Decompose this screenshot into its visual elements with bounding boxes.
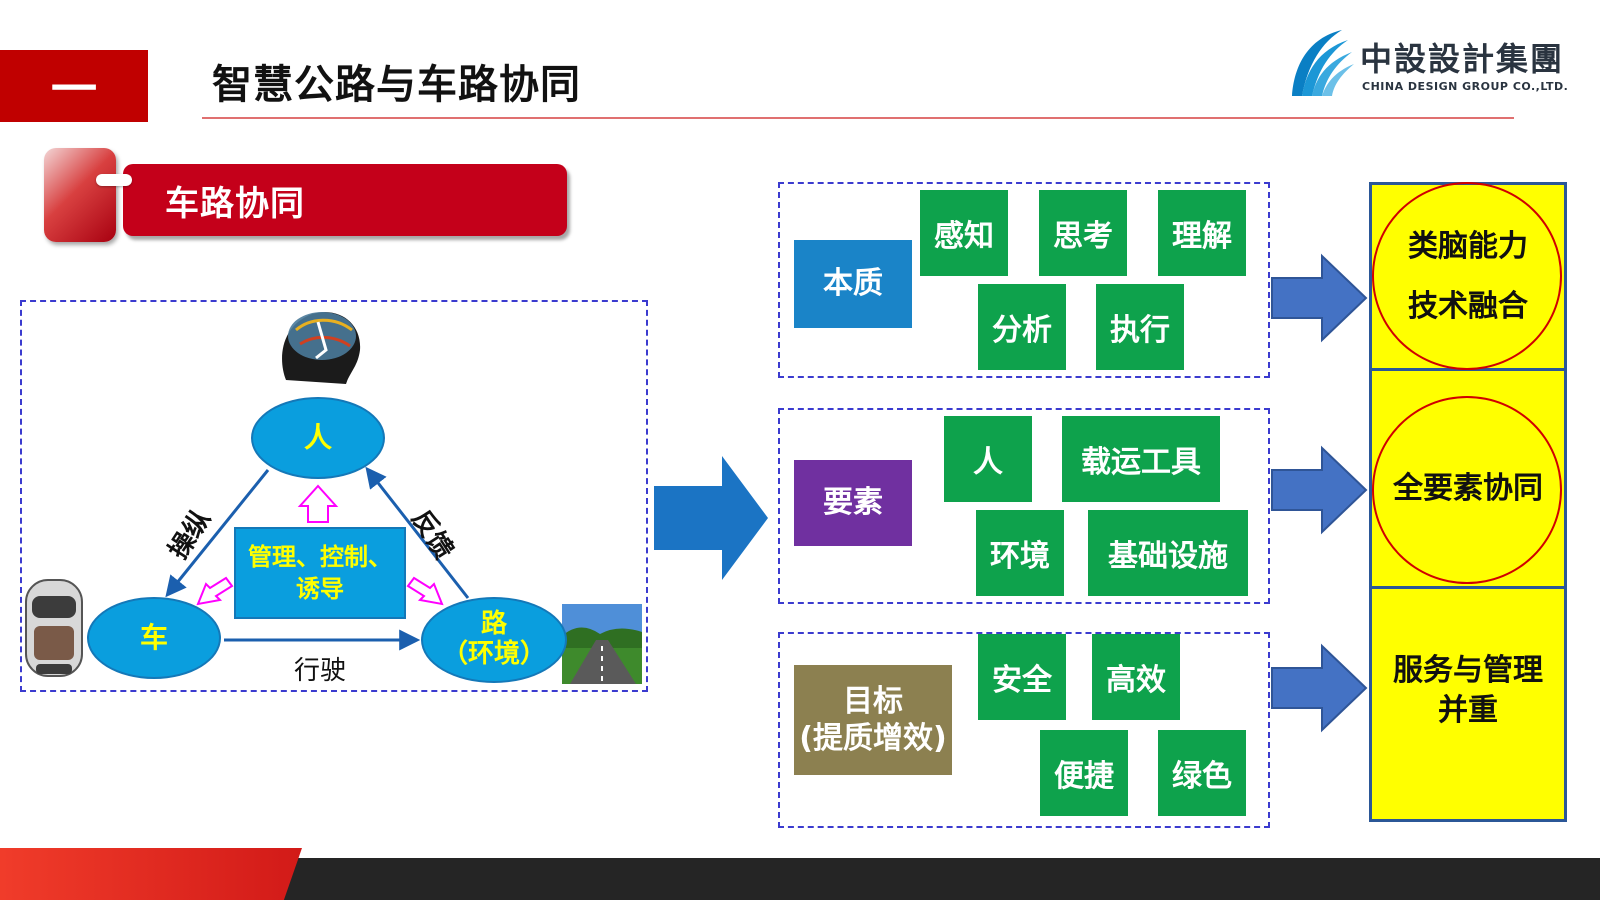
logo-name-cn: 中設設計集團: [1360, 40, 1565, 78]
footer-accent: [0, 848, 302, 900]
tag-vehicles: 载运工具: [1062, 416, 1220, 502]
title-divider: [202, 117, 1514, 119]
center-up-arrow-icon: [297, 484, 339, 523]
tag-execution: 执行: [1096, 284, 1184, 370]
logo-name-en: CHINA DESIGN GROUP CO.,LTD.: [1362, 80, 1569, 93]
node-vehicle: 车: [87, 597, 221, 679]
elements-to-outcome-arrow: [1271, 445, 1368, 535]
node-road-label: 路: [480, 609, 507, 640]
control-arrow: [165, 469, 270, 598]
nature-to-outcome-arrow: [1271, 253, 1368, 343]
outcome-brain-line2: 技术融合: [1408, 289, 1528, 324]
elements-group-frame: [778, 408, 1270, 604]
management-control-box: 管理、控制、 诱导: [234, 527, 406, 619]
banner-pin-decoration: [96, 174, 132, 186]
tag-infrastructure: 基础设施: [1088, 510, 1248, 596]
category-goals-label: 目标: [843, 683, 903, 719]
nature-group-frame: [778, 182, 1270, 378]
center-box-line2: 诱导: [296, 575, 344, 603]
section-number-tab: 一: [0, 50, 148, 122]
car-illustration: [25, 579, 83, 677]
tag-safety: 安全: [978, 634, 1066, 720]
tag-green: 绿色: [1158, 730, 1246, 816]
node-road: 路 （环境）: [421, 597, 567, 683]
category-elements: 要素: [794, 460, 912, 546]
tag-perception: 感知: [920, 190, 1008, 276]
tag-thinking: 思考: [1039, 190, 1127, 276]
node-road-sublabel: （环境）: [441, 639, 546, 669]
node-person: 人: [251, 397, 385, 479]
node-person-label: 人: [303, 420, 332, 454]
goals-group-frame: [778, 632, 1270, 828]
category-goals-sublabel: (提质增效): [799, 721, 947, 756]
tag-environment: 环境: [976, 510, 1064, 596]
outcome-divider-2: [1372, 586, 1564, 589]
tag-convenience: 便捷: [1040, 730, 1128, 816]
center-box-line1: 管理、控制、: [248, 542, 392, 571]
outcome-brain-ring: [1372, 182, 1562, 370]
category-nature: 本质: [794, 240, 912, 328]
banner-tab-decoration: [44, 148, 116, 242]
company-logo: 中設設計集團 CHINA DESIGN GROUP CO.,LTD.: [1286, 26, 1568, 106]
goals-to-outcome-arrow: [1271, 643, 1368, 733]
tag-efficiency: 高效: [1092, 634, 1180, 720]
category-nature-label: 本质: [823, 266, 883, 302]
main-flow-arrow: [654, 456, 768, 580]
center-right-arrow-icon: [406, 576, 444, 606]
node-vehicle-label: 车: [139, 620, 168, 654]
outcome-brain-line1: 类脑能力: [1408, 229, 1528, 264]
category-goals: 目标 (提质增效): [794, 665, 952, 775]
tag-analysis: 分析: [978, 284, 1066, 370]
center-left-arrow-icon: [196, 576, 234, 606]
outcome-service-line1: 服务与管理: [1393, 653, 1543, 688]
brain-head-illustration: [282, 312, 361, 384]
section-banner-label: 车路协同: [165, 183, 305, 224]
vehicle-road-triangle-frame: [20, 300, 648, 692]
tag-people: 人: [944, 416, 1032, 502]
logo-mark-icon: [1292, 30, 1354, 96]
outcome-all-elements: 全要素协同: [1393, 471, 1543, 506]
category-elements-label: 要素: [823, 485, 883, 521]
page-title: 智慧公路与车路协同: [212, 62, 581, 108]
section-banner: 车路协同: [123, 164, 567, 236]
outcome-all-elements-ring: [1372, 396, 1562, 584]
edge-label-drive: 行驶: [294, 656, 347, 686]
road-illustration: [562, 604, 642, 684]
tag-understanding: 理解: [1158, 190, 1246, 276]
feedback-arrow: [365, 466, 470, 599]
outcome-service-line2: 并重: [1438, 693, 1498, 728]
